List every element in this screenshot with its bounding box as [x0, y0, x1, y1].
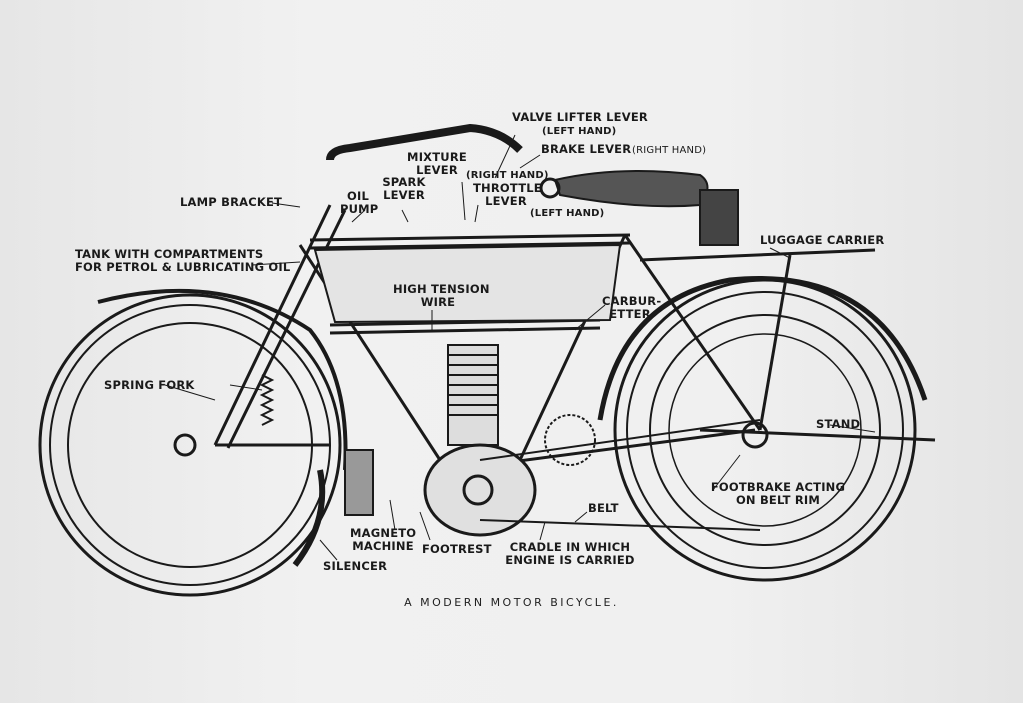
label-luggage-carrier: LUGGAGE CARRIER [760, 233, 885, 247]
label-stand: STAND [816, 417, 861, 431]
figure-caption: A MODERN MOTOR BICYCLE. [404, 596, 619, 609]
rear-wheel [597, 276, 928, 582]
label-footbrake-line2: ON BELT RIM [735, 493, 821, 507]
silencer-part [344, 449, 374, 516]
label-valve-lifter-hand: (LEFT HAND) [542, 126, 617, 137]
front-mudguard [292, 469, 326, 567]
front-wheel [38, 288, 348, 597]
label-mixture-line1: MIXTURE [407, 150, 467, 164]
label-lamp-bracket: LAMP BRACKET [180, 195, 283, 209]
leader-lines [164, 134, 876, 561]
label-high-tension-line2: WIRE [420, 295, 456, 309]
label-cradle-line1: CRADLE IN WHICH [509, 540, 631, 554]
handlebar [326, 123, 523, 161]
label-oil-line2: PUMP [340, 202, 379, 216]
label-mixture-hand: (RIGHT HAND) [466, 170, 549, 181]
label-throttle-line1: THROTTLE [473, 181, 542, 195]
spring-fork-spring [259, 374, 275, 426]
label-brake-lever: BRAKE LEVER [541, 142, 632, 156]
label-high-tension-line1: HIGH TENSION [393, 282, 490, 296]
label-magneto-line1: MAGNETO [350, 526, 417, 540]
label-spark-line1: SPARK [382, 175, 426, 189]
label-footbrake-line1: FOOTBRAKE ACTING [710, 480, 846, 494]
label-throttle-line2: LEVER [485, 194, 527, 208]
label-tank-line2: FOR PETROL & LUBRICATING OIL [75, 260, 291, 274]
label-magneto-line2: MACHINE [352, 539, 414, 553]
label-cradle-line2: ENGINE IS CARRIED [505, 553, 635, 567]
drive-belt [479, 519, 761, 531]
label-carburetter: CARBUR-ETTER [602, 294, 662, 321]
fuel-tank [313, 243, 622, 324]
label-brake-lever-hand: (RIGHT HAND) [632, 145, 707, 156]
label-silencer: SILENCER [323, 559, 388, 573]
label-throttle-hand: (LEFT HAND) [530, 208, 605, 219]
label-footrest: FOOTREST [422, 542, 492, 556]
label-carburetter-line2: ETTER [609, 307, 651, 321]
saddle [553, 170, 709, 208]
label-spring-fork: SPRING FORK [104, 378, 195, 392]
label-belt: BELT [588, 501, 619, 515]
tool-bag [699, 189, 739, 246]
label-spark-line2: LEVER [383, 188, 425, 202]
label-valve-lifter-lever: VALVE LIFTER LEVER [512, 110, 648, 124]
label-mixture-line2: LEVER [416, 163, 458, 177]
label-tank-line1: TANK WITH COMPARTMENTS [75, 247, 264, 261]
label-oil-line1: OIL [347, 189, 369, 203]
engine [423, 344, 596, 537]
label-carburetter-line1: CARBUR- [602, 294, 662, 308]
